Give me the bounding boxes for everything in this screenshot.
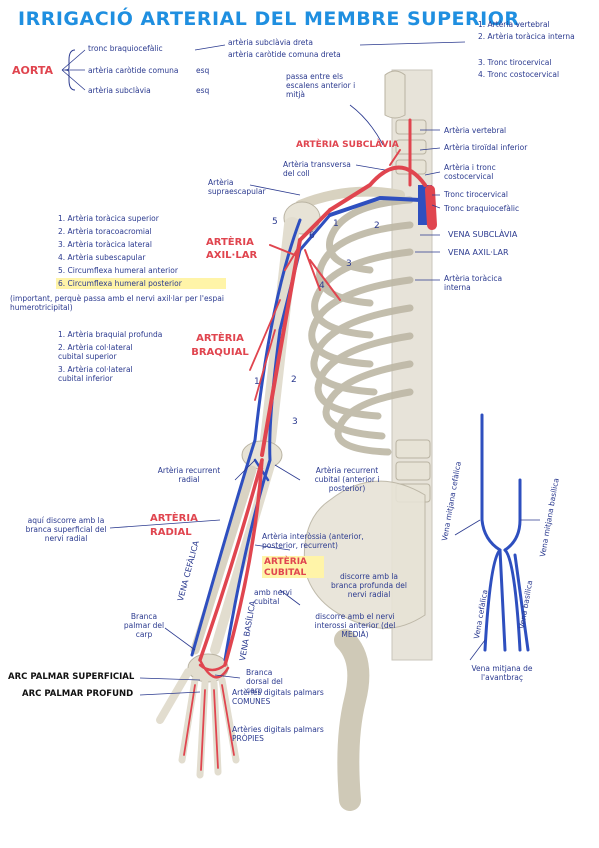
aorta-label: AORTA bbox=[12, 64, 54, 77]
aorta-brace bbox=[64, 49, 76, 91]
subclavia-branch-4: 4. Tronc costocervical bbox=[478, 70, 560, 79]
label-digitals-comunes: Artèries digitals palmars COMUNES bbox=[232, 688, 324, 706]
label-arteria-tronc-costocervical: Artèria i tronc costocervical bbox=[444, 163, 496, 181]
label-arteria-transversa: Artèria transversa del coll bbox=[283, 160, 351, 178]
clavicle bbox=[295, 186, 405, 210]
page-title: IRRIGACIÓ ARTERIAL DEL MEMBRE SUPERIOR bbox=[18, 8, 520, 30]
aorta-branch-2: artèria caròtide comuna bbox=[88, 66, 179, 75]
label-recurrent-cubital: Artèria recurrent cubital (anterior i po… bbox=[314, 466, 380, 493]
label-arteria-toracica-interna: Artèria toràcica interna bbox=[444, 274, 503, 292]
radial-note: aquí discorre amb la branca superficial … bbox=[25, 516, 107, 543]
axillar-branch-2: 2. Artèria toracoacromial bbox=[58, 227, 152, 236]
label-arteria-tiroidal: Artèria tiroïdal inferior bbox=[444, 143, 528, 152]
label-arc-profund: ARC PALMAR PROFUND bbox=[22, 689, 134, 699]
pelvis bbox=[303, 480, 426, 629]
label-branca-palmar: Branca palmar del carp bbox=[123, 612, 165, 639]
num-6: 6 bbox=[309, 231, 315, 241]
arteria-cubital-line bbox=[223, 458, 264, 667]
label-arteria-vertebral: Artèria vertebral bbox=[444, 126, 507, 135]
num-braq-3: 3 bbox=[292, 417, 298, 427]
label-arteria-braquial: ARTÈRIA BRAQUIAL bbox=[191, 333, 249, 358]
braquial-branch-2: 2. Artèria col·lateral cubital superior bbox=[58, 343, 133, 361]
label-arteria-cubital: ARTÈRIA CUBITAL bbox=[264, 557, 308, 578]
esq-label-2: esq bbox=[196, 86, 210, 95]
vena-cefalica-line bbox=[190, 218, 302, 657]
arteria-braquial-line bbox=[260, 238, 302, 457]
vena-subclavia-line bbox=[328, 195, 422, 217]
label-digitals-propies: Artèries digitals palmars PRÒPIES bbox=[232, 725, 324, 743]
arteries bbox=[183, 118, 437, 771]
axillar-branch-3: 3. Artèria toràcica lateral bbox=[58, 240, 152, 249]
label-nervi-cubital: amb nervi cubital bbox=[254, 588, 293, 606]
cubital-note: discorre amb la branca profunda del nerv… bbox=[331, 572, 407, 599]
label-recurrent-radial: Artèria recurrent radial bbox=[157, 466, 221, 484]
arteria-subclavia-line bbox=[328, 165, 427, 212]
important-note: (important, perquè passa amb el nervi ax… bbox=[10, 294, 224, 312]
highlight-circumflexa bbox=[56, 278, 226, 289]
right-branch-1: artèria subclàvia dreta bbox=[228, 38, 313, 47]
braquial-branch-1: 1. Artèria braquial profunda bbox=[58, 330, 163, 339]
label-arteria-supraescapular: Artèria supraescapular bbox=[208, 178, 266, 196]
subclavia-branch-3: 3. Tronc tirocervical bbox=[478, 58, 552, 67]
arteria-radial-line bbox=[198, 458, 264, 662]
aorta-branch-3: artèria subclàvia bbox=[88, 86, 151, 95]
num-3: 3 bbox=[346, 259, 352, 269]
num-braq-2: 2 bbox=[291, 375, 297, 385]
subclavia-branch-1: 1. Artèria vertebral bbox=[478, 20, 550, 29]
label-arteria-subclavia: ARTÈRIA SUBCLÀVIA bbox=[296, 140, 399, 150]
label-arteria-axillar: ARTÈRIA AXIL·LAR bbox=[206, 237, 258, 261]
right-branch-2: artèria caròtide comuna dreta bbox=[228, 50, 341, 59]
axillar-branch-1: 1. Artèria toràcica superior bbox=[58, 214, 159, 223]
label-tronc-braquiocefalic: Tronc braquiocefàlic bbox=[444, 204, 520, 213]
label-tronc-tirocervical: Tronc tirocervical bbox=[444, 190, 508, 199]
skeleton-thorax bbox=[303, 69, 433, 811]
num-1: 1 bbox=[333, 219, 339, 229]
label-interossia: Artèria interòssia (anterior, posterior,… bbox=[262, 532, 364, 550]
axillar-branch-6: 6. Circumflexa humeral posterior bbox=[58, 279, 182, 288]
num-braq-1: 1 bbox=[254, 377, 260, 387]
num-2: 2 bbox=[374, 221, 380, 231]
label-vena-mitjana-avantbras: Vena mitjana de l'avantbraç bbox=[471, 664, 533, 682]
num-4: 4 bbox=[319, 281, 325, 291]
ribs bbox=[308, 196, 414, 456]
radius bbox=[190, 465, 257, 655]
braquial-branch-3: 3. Artèria col·lateral cubital inferior bbox=[58, 365, 133, 383]
aorta-branch-1: tronc braquiocefàlic bbox=[88, 44, 163, 53]
highlight-cubital bbox=[262, 556, 324, 578]
note-escalens: passa entre els escalens anterior i mitj… bbox=[286, 72, 356, 99]
label-branca-dorsal: Branca dorsal del carp bbox=[246, 668, 283, 695]
label-arc-superficial: ARC PALMAR SUPERFICIAL bbox=[8, 672, 135, 682]
label-arteria-radial: ARTÈRIA RADIAL bbox=[150, 513, 198, 538]
label-discorre-nervi: discorre amb el nervi interossi anterior… bbox=[314, 612, 396, 639]
axillar-branch-4: 4. Artèria subescapular bbox=[58, 253, 146, 262]
num-5: 5 bbox=[272, 217, 278, 227]
esq-label-1: esq bbox=[196, 66, 210, 75]
label-vena-subclavia: VENA SUBCLÀVIA bbox=[448, 230, 518, 239]
subclavia-branch-2: 2. Artèria toràcica interna bbox=[478, 32, 575, 41]
label-vena-axillar: VENA AXIL·LAR bbox=[448, 248, 509, 257]
arteria-axillar-line bbox=[298, 208, 332, 242]
axillar-branch-5: 5. Circumflexa humeral anterior bbox=[58, 266, 178, 275]
